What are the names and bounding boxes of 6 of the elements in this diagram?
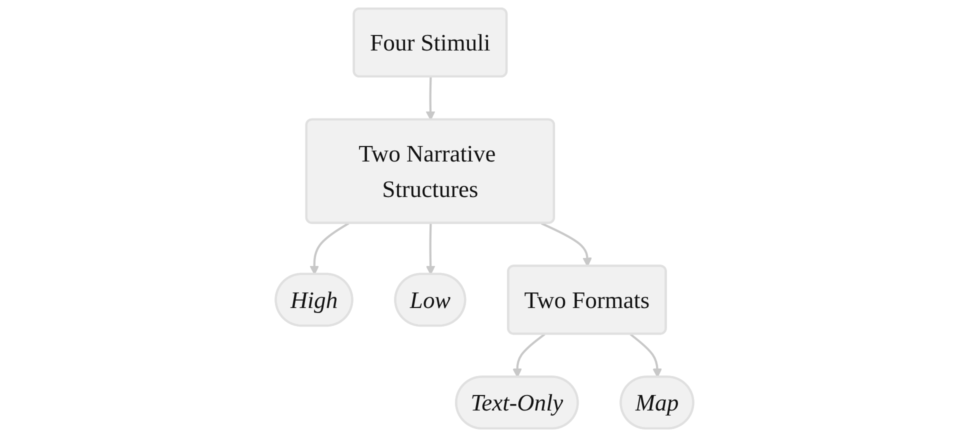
arrow — [512, 333, 546, 378]
arrow — [310, 222, 350, 275]
arrow — [540, 222, 592, 267]
arrow — [426, 76, 436, 120]
arrow — [630, 333, 662, 378]
arrow — [426, 223, 436, 275]
